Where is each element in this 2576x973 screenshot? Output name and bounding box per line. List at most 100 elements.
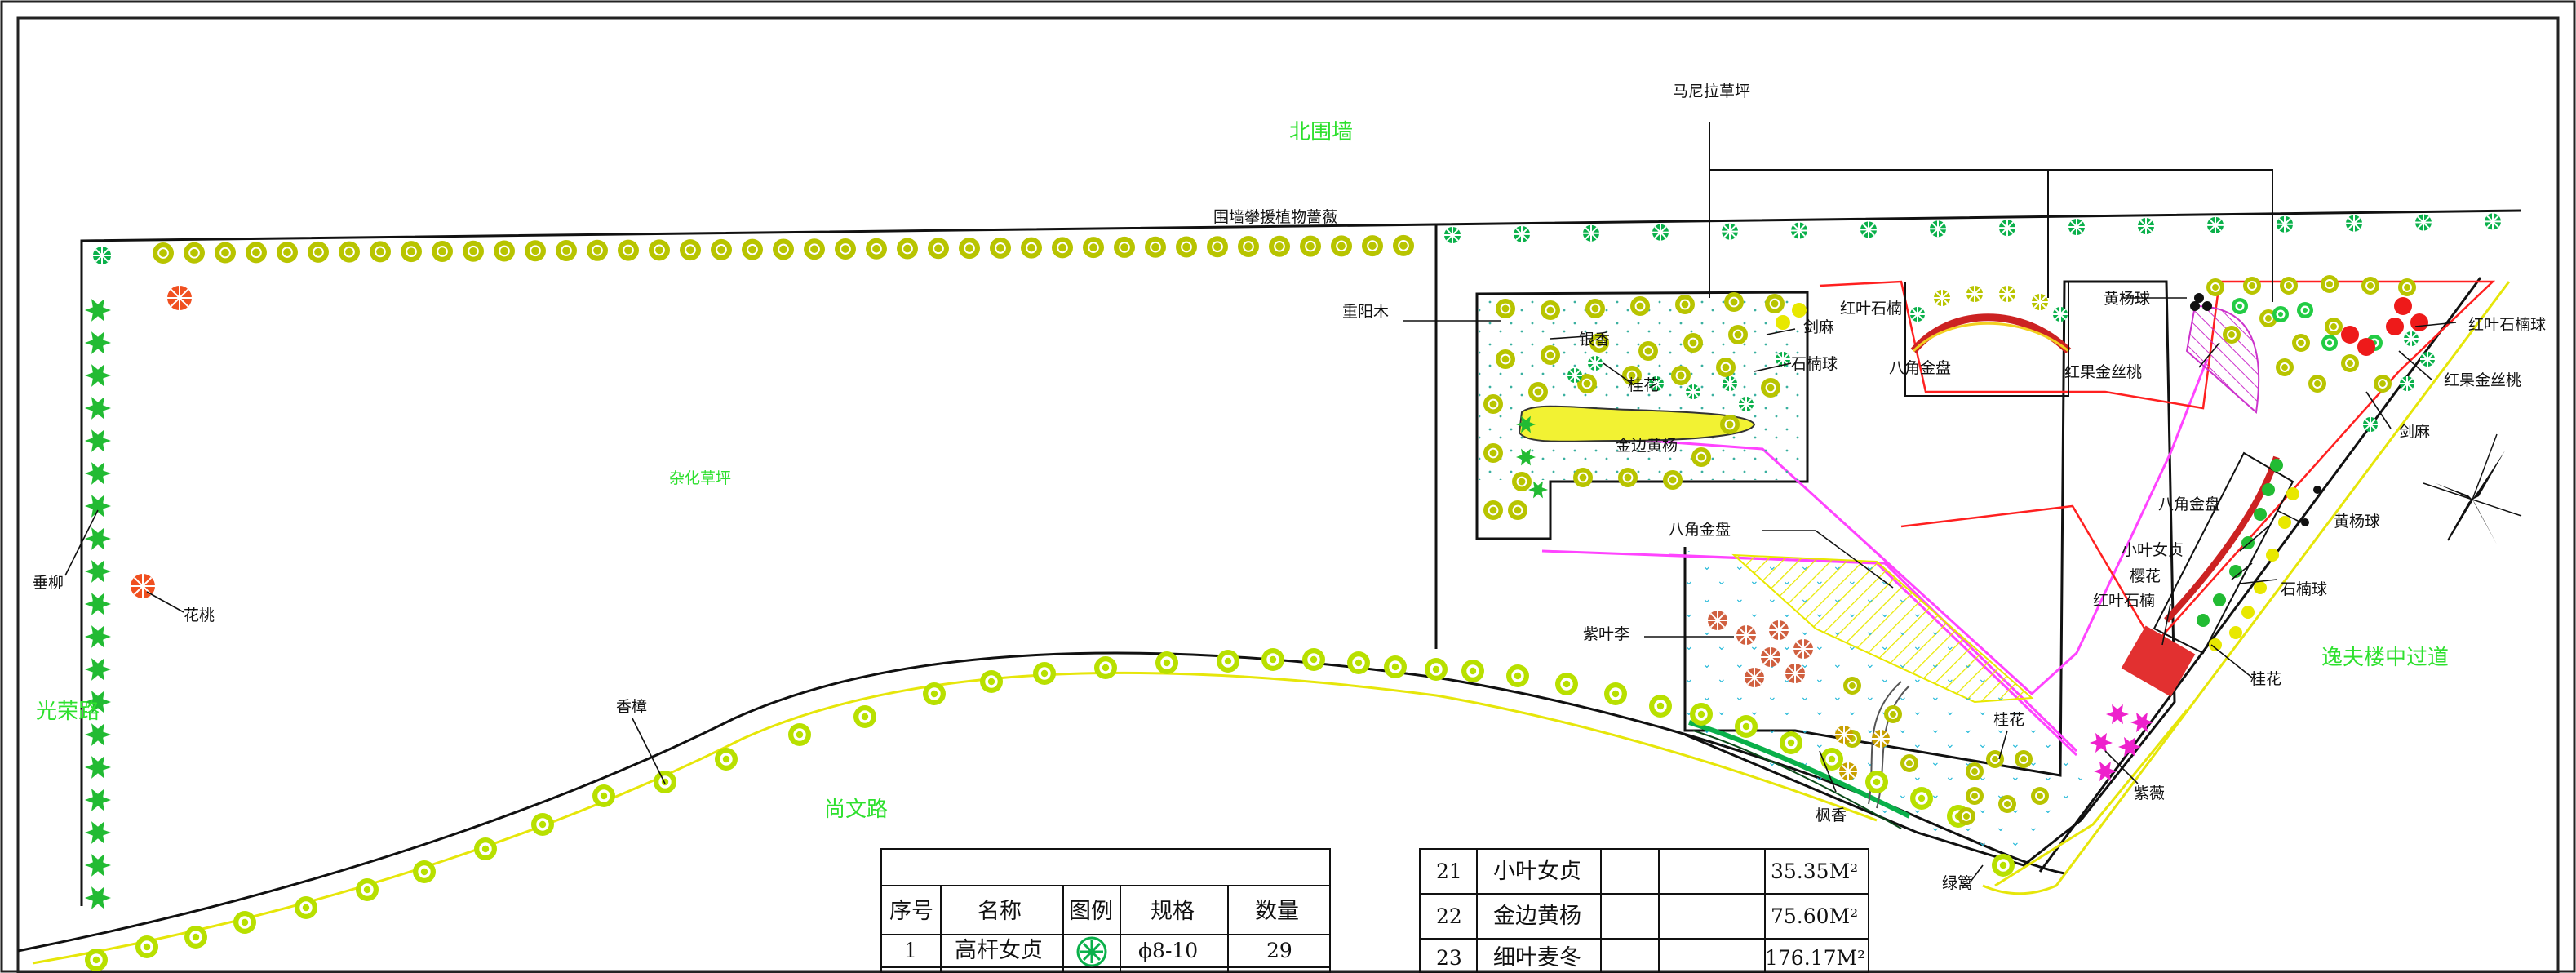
label-huangyangqiu-2: 黄杨球 xyxy=(2334,513,2380,531)
purple-plum-icon xyxy=(1785,664,1805,683)
willow-tree-icon xyxy=(85,658,111,681)
camphor-tree-icon xyxy=(356,878,379,901)
chongyang-tree-icon xyxy=(1577,374,1597,393)
label-hongye-shinanqiu: 红叶石楠球 xyxy=(2468,316,2546,334)
camphor-tree-icon xyxy=(1155,651,1178,674)
photinia-ball-icon xyxy=(2363,417,2378,432)
photinia-ball-icon xyxy=(1723,376,1737,391)
chongyang-tree-icon xyxy=(1589,333,1609,353)
label-shinanqiu-1: 石楠球 xyxy=(1791,355,1838,373)
chongyang-tree-icon xyxy=(1671,366,1691,385)
purple-plum-icon xyxy=(1793,639,1813,659)
bajiao-jinpan-arc-north-inner xyxy=(1912,322,2069,353)
shrub-ball-icon xyxy=(2277,215,2293,233)
purple-plum-icon xyxy=(1761,647,1780,667)
camphor-tree-icon xyxy=(85,949,108,971)
label-leaders xyxy=(64,297,2457,882)
camphor-tree-icon xyxy=(923,682,946,705)
boxwood-ball-icon xyxy=(2276,358,2294,376)
red-photinia-ball-icon xyxy=(2341,326,2359,344)
osmanthus-icon xyxy=(1998,795,2016,813)
shrub-ball-icon xyxy=(1722,223,1738,240)
hypericum-icon xyxy=(2232,298,2248,314)
chongyang-tree-icon xyxy=(1675,295,1695,314)
shrub-ball-icon xyxy=(2138,217,2154,234)
climbing-rose-icon xyxy=(773,238,794,260)
table-left-row-no: 1 xyxy=(904,939,917,962)
chongyang-tree-icon xyxy=(1663,470,1683,490)
camphor-tree-icon xyxy=(1302,648,1325,671)
purple-plum-icon xyxy=(1708,611,1727,630)
willow-tree-icon xyxy=(85,691,111,713)
willow-tree-icon xyxy=(85,364,111,387)
shrub-ball-icon xyxy=(2068,219,2085,236)
boxwood-ball-icon xyxy=(2398,278,2416,296)
chongyang-tree-icon xyxy=(1541,345,1560,365)
crape-myrtle-icon xyxy=(2118,736,2141,758)
camphor-tree-icon xyxy=(1555,673,1578,695)
willow-tree-icon xyxy=(85,495,111,518)
chongyang-tree-icon xyxy=(1716,358,1736,377)
sweetgum-icon xyxy=(1835,726,1853,744)
table-right-row-22-qty: 75.60M² xyxy=(1771,904,1858,928)
label-mixed-lawn: 杂化草坪 xyxy=(669,469,731,487)
magenta-hatch-bed xyxy=(2185,304,2260,414)
camphor-tree-icon xyxy=(135,935,158,958)
chongyang-tree-icon xyxy=(1720,415,1740,434)
camphor-tree-icon xyxy=(474,837,497,860)
osmanthus-icon xyxy=(2209,638,2222,651)
chongyang-tree-icon xyxy=(1724,292,1744,312)
boxwood-ball-icon xyxy=(2243,277,2261,295)
willow-tree-icon xyxy=(85,462,111,485)
green-hedge-edge xyxy=(1692,730,1902,829)
golden-euonymus-bed xyxy=(1518,405,1756,442)
climbing-rose-icon xyxy=(432,240,453,262)
photinia-ball-icon xyxy=(1776,352,1790,367)
camphor-tree-icon xyxy=(1820,748,1843,771)
boxwood-ball-icon xyxy=(2341,354,2359,372)
label-guihua-2: 桂花 xyxy=(2250,670,2281,688)
bajiao-jinpan-icon xyxy=(1966,286,1983,302)
climbing-rose-icon xyxy=(649,239,670,261)
climbing-rose-icon xyxy=(184,242,205,264)
bajiao-jinpan-strip-east xyxy=(2164,455,2280,623)
plant-table-right xyxy=(1419,848,1869,973)
label-chongyangmu: 重阳木 xyxy=(1342,303,1389,321)
label-hongguo-jinsitao-1: 红果金丝桃 xyxy=(2064,363,2142,381)
climbing-rose-icon xyxy=(370,241,391,263)
inner-frame xyxy=(16,16,2560,973)
climbing-rose-icon xyxy=(742,238,763,260)
climbing-rose-icon xyxy=(1393,234,1414,256)
table-right-row-22-name: 金边黄杨 xyxy=(1493,904,1581,929)
label-ziyeli: 紫叶李 xyxy=(1583,625,1629,643)
east-passage-edge xyxy=(1982,281,2511,895)
table-right-row-21-no: 21 xyxy=(1436,860,1462,883)
label-ziwei: 紫薇 xyxy=(2134,784,2165,802)
camphor-tree-icon xyxy=(715,748,738,771)
osmanthus-icon xyxy=(1884,705,1902,723)
table-left-row-qty: 29 xyxy=(1266,939,1292,962)
bajiao-jinpan-icon xyxy=(1934,290,1950,306)
chongyang-tree-icon xyxy=(1585,299,1605,318)
crape-myrtle-icon xyxy=(2090,732,2113,753)
privet-shrub-icon xyxy=(2197,614,2210,627)
red-photinia-ball-icon xyxy=(2386,318,2404,335)
osmanthus-icon xyxy=(1843,677,1861,695)
osmanthus-icon xyxy=(1900,754,1918,772)
climbing-rose-icon xyxy=(866,238,887,260)
osmanthus-icon xyxy=(2286,487,2299,500)
label-shinanqiu-2: 石楠球 xyxy=(2281,580,2327,598)
climbing-rose-icon xyxy=(401,241,422,263)
label-xiaoye-nvzhen: 小叶女贞 xyxy=(2122,541,2184,559)
chongyang-tree-icon xyxy=(1761,378,1780,398)
climbing-rose-icon xyxy=(1176,236,1197,258)
north-bed-outline xyxy=(1475,291,1809,540)
osmanthus-icon xyxy=(2229,626,2242,639)
boxwood-dark-icon xyxy=(2313,486,2321,494)
chongyang-tree-icon xyxy=(1630,296,1650,316)
willow-tree-icon xyxy=(85,886,111,909)
sisal-ball-icon xyxy=(1792,303,1807,318)
label-jianma-1: 剑麻 xyxy=(1803,318,1834,336)
label-jinbian-huangyang: 金边黄杨 xyxy=(1616,437,1678,455)
table-right-row-22-no: 22 xyxy=(1436,904,1462,928)
